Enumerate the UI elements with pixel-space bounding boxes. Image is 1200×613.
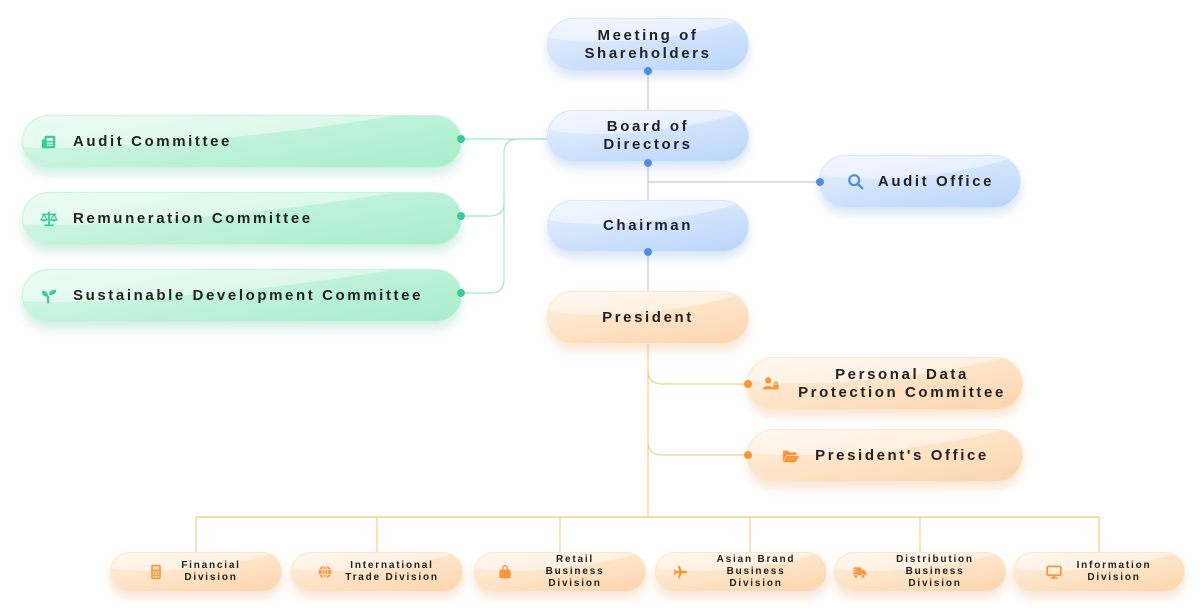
node-board-of-directors[interactable]: Board of Directors <box>547 110 749 162</box>
connector-dot <box>644 159 652 167</box>
connector-presidents-office <box>647 440 748 456</box>
newspaper-icon <box>39 132 59 152</box>
monitor-icon <box>1044 562 1064 582</box>
globe-icon <box>315 562 335 582</box>
connector-dot <box>744 380 752 388</box>
node-financial-division[interactable]: Financial Division <box>110 552 282 592</box>
connector-dot <box>457 135 465 143</box>
node-label: President <box>602 308 694 326</box>
node-asian-brand-business-division[interactable]: Asian Brand Business Division <box>655 552 827 592</box>
node-sustainable-development-committee[interactable]: Sustainable Development Committee <box>22 269 462 322</box>
node-meeting-of-shareholders[interactable]: Meeting of Shareholders <box>547 18 749 71</box>
connector-committee-trunk <box>461 138 548 294</box>
connector-dot <box>457 212 465 220</box>
connector-dot <box>457 289 465 297</box>
node-audit-office[interactable]: Audit Office <box>819 155 1021 208</box>
airplane-icon <box>670 562 690 582</box>
node-label: Board of Directors <box>603 118 693 153</box>
node-label: Information Division <box>1076 560 1152 583</box>
connector-remuneration-committee <box>461 201 505 217</box>
node-president[interactable]: President <box>547 291 749 344</box>
node-distribution-business-division[interactable]: Distribution Business Division <box>834 552 1006 592</box>
node-label: Sustainable Development Committee <box>73 286 424 304</box>
connector-dot <box>816 178 824 186</box>
node-label: Asian Brand Business Division <box>716 554 796 589</box>
node-label: Meeting of Shareholders <box>584 26 712 62</box>
node-audit-committee[interactable]: Audit Committee <box>22 115 462 168</box>
seedling-icon <box>39 286 59 306</box>
node-label: Audit Committee <box>73 132 232 150</box>
connector-pdpc <box>647 369 748 385</box>
node-label: Personal Data Protection Committee <box>798 365 1006 401</box>
node-label: Financial Division <box>181 560 241 583</box>
delivery-truck-icon <box>849 562 869 582</box>
node-remuneration-committee[interactable]: Remuneration Committee <box>22 192 462 245</box>
folder-open-icon <box>781 446 801 466</box>
node-chairman[interactable]: Chairman <box>547 200 749 252</box>
node-international-trade-division[interactable]: International Trade Division <box>291 552 463 592</box>
connector-dot <box>744 451 752 459</box>
node-label: Distribution Business Division <box>896 554 974 589</box>
connector-dot <box>644 67 652 75</box>
node-information-division[interactable]: Information Division <box>1013 552 1185 592</box>
node-label: Audit Office <box>877 172 995 190</box>
node-presidents-office[interactable]: President's Office <box>747 429 1023 482</box>
node-retail-business-division[interactable]: Retail Business Division <box>474 552 646 592</box>
node-label: Retail Business Division <box>545 554 605 589</box>
search-icon <box>846 172 866 192</box>
balance-scale-icon <box>39 209 59 229</box>
node-label: Remuneration Committee <box>73 209 313 227</box>
calculator-icon <box>146 562 166 582</box>
node-personal-data-protection-committee[interactable]: Personal Data Protection Committee <box>747 357 1023 410</box>
shopping-bag-icon <box>495 562 515 582</box>
connector-dot <box>644 248 652 256</box>
user-lock-icon <box>761 374 781 394</box>
node-label: Chairman <box>603 217 693 234</box>
node-label: President's Office <box>815 446 989 464</box>
node-label: International Trade Division <box>345 560 439 583</box>
